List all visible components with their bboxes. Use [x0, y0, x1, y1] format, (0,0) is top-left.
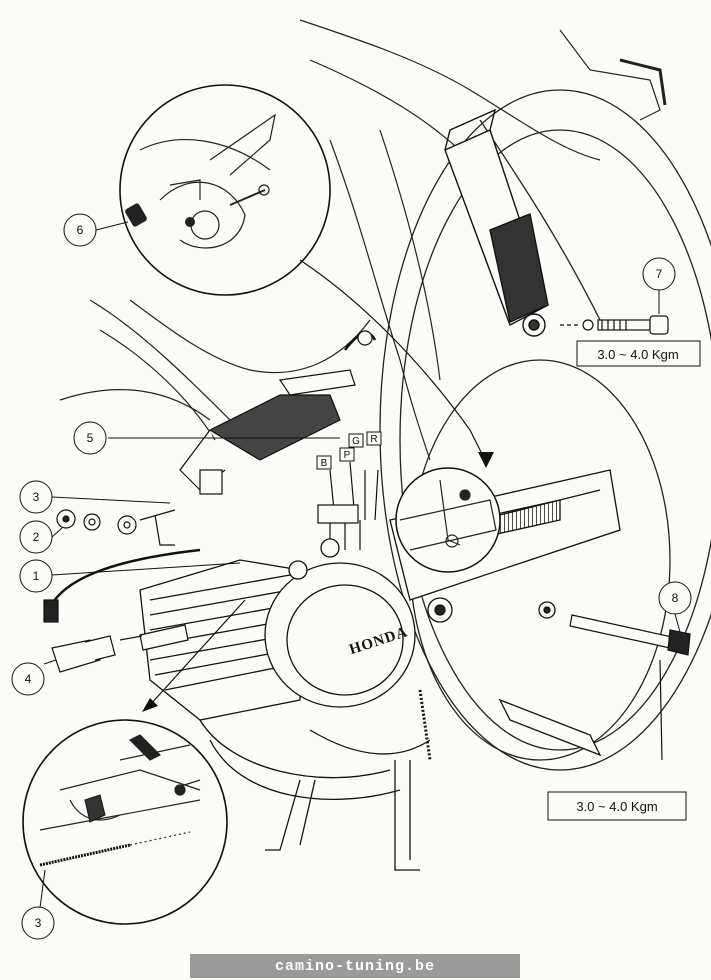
callout-2: 2 — [19, 520, 53, 554]
callout-3-lower-label: 3 — [35, 916, 42, 930]
exhaust-pipe — [199, 719, 431, 801]
detail-circle-upper — [119, 84, 331, 296]
washer-nut-parts — [56, 509, 176, 546]
watermark-bar: camino-tuning.be — [190, 954, 520, 978]
rear-axle-bolt — [569, 614, 691, 761]
wire-tag-r-label: R — [370, 434, 377, 445]
callout-4-label: 4 — [25, 672, 32, 686]
shock-bolt — [560, 315, 669, 335]
leader-arrow-upper — [478, 452, 494, 468]
torque-box-lower: 3.0 ~ 4.0 Kgm — [547, 791, 687, 821]
callout-5-label: 5 — [87, 431, 94, 445]
spark-plug — [119, 624, 189, 651]
frame-outline — [59, 19, 667, 461]
rear-wheel — [379, 89, 711, 771]
wire-tag-p: P — [339, 447, 355, 462]
callout-3-label: 3 — [33, 490, 40, 504]
engine-block — [139, 538, 453, 721]
torque-box-upper: 3.0 ~ 4.0 Kgm — [576, 340, 701, 367]
wire-tag-g: G — [348, 433, 364, 448]
callout-1-label: 1 — [33, 569, 40, 583]
spark-plug-cap — [43, 548, 201, 673]
callout-leaders — [39, 221, 681, 909]
callout-8: 8 — [658, 581, 692, 615]
wire-tag-r: R — [366, 431, 382, 446]
wire-tag-b-label: B — [321, 458, 328, 469]
rear-shock-absorber — [444, 108, 549, 337]
detail-circle-rear — [395, 467, 501, 573]
wire-tag-b: B — [316, 455, 332, 470]
carburetor-assembly — [179, 330, 377, 495]
callout-4: 4 — [11, 662, 45, 696]
watermark-text: camino-tuning.be — [274, 957, 436, 975]
callout-1: 1 — [19, 559, 53, 593]
callout-8-label: 8 — [672, 591, 679, 605]
callout-7: 7 — [642, 257, 676, 291]
detail-circle-lower — [22, 719, 228, 925]
callout-6-label: 6 — [77, 223, 84, 237]
callout-3: 3 — [19, 480, 53, 514]
leader-line-upper — [299, 259, 486, 461]
callout-3-lower: 3 — [21, 906, 55, 940]
leader-arrow-lower — [142, 698, 158, 712]
wiring-bundle — [317, 461, 379, 550]
callout-6: 6 — [63, 213, 97, 247]
callout-7-label: 7 — [656, 267, 663, 281]
callout-5: 5 — [73, 421, 107, 455]
wire-tag-p-label: P — [344, 450, 351, 461]
center-stand — [265, 689, 432, 871]
torque-upper-label: 3.0 ~ 4.0 Kgm — [597, 347, 678, 362]
wire-tag-g-label: G — [352, 436, 360, 447]
callout-2-label: 2 — [33, 530, 40, 544]
torque-lower-label: 3.0 ~ 4.0 Kgm — [576, 799, 657, 814]
leader-line-lower — [149, 599, 246, 706]
